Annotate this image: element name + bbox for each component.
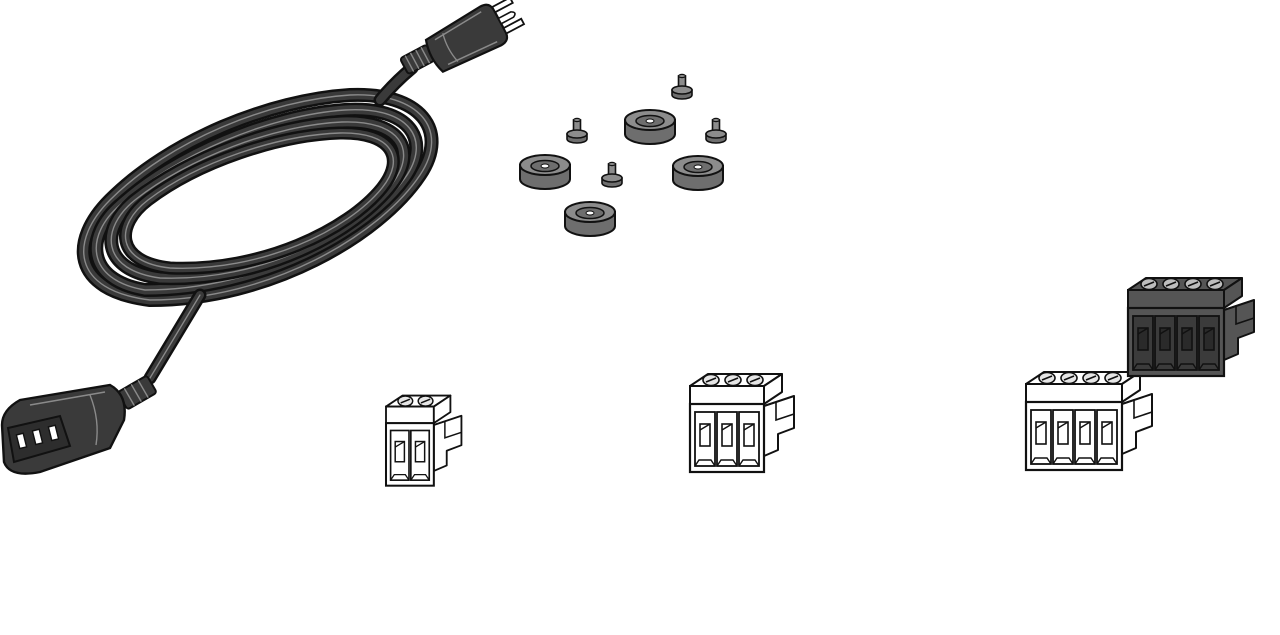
screw [705,117,727,144]
cable-lead-bottom [143,288,207,385]
wire-entry [1176,315,1198,371]
wire-entry [1154,315,1176,371]
terminal-screw [746,373,764,387]
screw [566,117,588,144]
wire-entry [1132,315,1154,371]
wall-plug [424,0,526,74]
strain-relief-bottom [117,375,157,410]
terminal-block-4pin-dark-icon [1126,277,1255,378]
screw-icon [566,73,727,188]
iec-connector [0,383,126,475]
terminal-screw [1206,277,1224,291]
terminal-screw [1060,371,1078,385]
screw [671,73,693,100]
wire-entry [694,411,716,467]
terminal-blocks [384,277,1255,487]
rubber-foot [519,154,571,190]
terminal-block-2pin-icon [384,394,463,487]
terminal-screw [702,373,720,387]
rubber-foot [564,201,616,237]
wire-entry [1074,409,1096,465]
power-cord-icon [0,0,526,475]
terminal-screw [724,373,742,387]
terminal-screw [1140,277,1158,291]
terminal-screw [1184,277,1202,291]
terminal-block-4pin-icon [1024,371,1153,472]
rubber-foot [672,155,724,191]
wire-entry [1096,409,1118,465]
wire-entry [1030,409,1052,465]
terminal-screw [1104,371,1122,385]
terminal-screw [1038,371,1056,385]
wire-entry [1052,409,1074,465]
wire-entry [1198,315,1220,371]
terminal-screw [1162,277,1180,291]
wire-entry [738,411,760,467]
terminal-screw [417,395,434,407]
screw [601,161,623,188]
wire-entry [389,429,410,481]
terminal-block-3pin-icon [688,373,795,474]
wire-entry [716,411,738,467]
cable-coil [76,87,439,307]
terminal-screw [397,395,414,407]
wire-entry [410,429,431,481]
rubber-foot [624,109,676,145]
terminal-screw [1082,371,1100,385]
rubber-feet-icon [519,109,724,237]
strain-relief-top [399,44,435,75]
